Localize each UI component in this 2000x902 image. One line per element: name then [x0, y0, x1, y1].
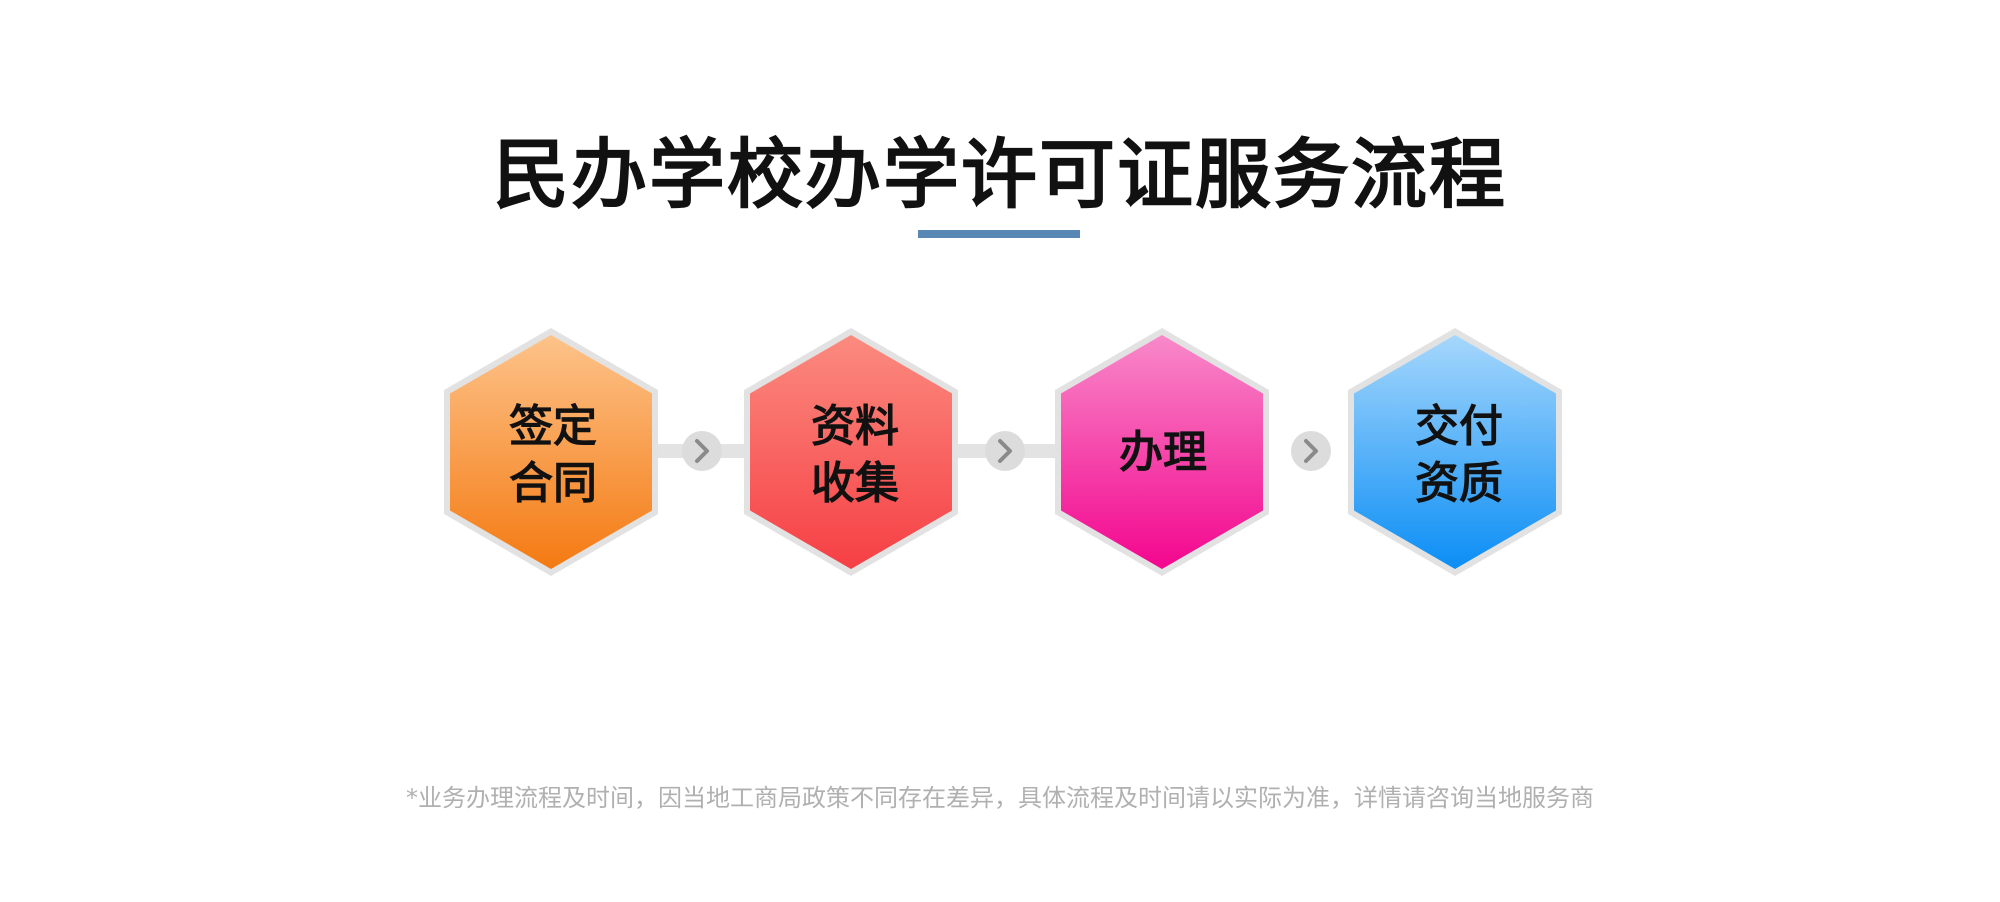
arrow-3 — [1291, 431, 1331, 471]
arrow-circle — [985, 431, 1025, 471]
arrow-circle — [682, 431, 722, 471]
chevron-right-icon — [1304, 439, 1318, 463]
title-underline — [918, 230, 1080, 238]
step-1-label-line1: 签定 — [509, 401, 597, 452]
step-3-processing: 办理 — [1055, 328, 1269, 576]
hexagon — [750, 335, 952, 569]
hexagon — [1354, 335, 1556, 569]
hexagon — [450, 335, 652, 569]
hexagon — [1061, 335, 1263, 569]
arrow-1 — [682, 431, 722, 471]
step-2-label-line1: 资料 — [811, 401, 899, 452]
step-4-label-line1: 交付 — [1415, 401, 1503, 452]
page-title: 民办学校办学许可证服务流程 — [493, 130, 1507, 219]
arrow-2 — [985, 431, 1025, 471]
footnote: *业务办理流程及时间，因当地工商局政策不同存在差异，具体流程及时间请以实际为准，… — [406, 784, 1594, 812]
step-1-label-line2: 合同 — [509, 458, 597, 509]
arrow-circle — [1291, 431, 1331, 471]
step-1-contract: 签定 合同 — [444, 328, 658, 576]
step-2-documents: 资料 收集 — [744, 328, 958, 576]
step-4-label-line2: 资质 — [1415, 458, 1503, 509]
step-3-label: 办理 — [1119, 427, 1207, 478]
step-2-label-line2: 收集 — [811, 458, 899, 509]
chevron-right-icon — [998, 439, 1012, 463]
step-4-delivery: 交付 资质 — [1348, 328, 1562, 576]
chevron-right-icon — [695, 439, 709, 463]
